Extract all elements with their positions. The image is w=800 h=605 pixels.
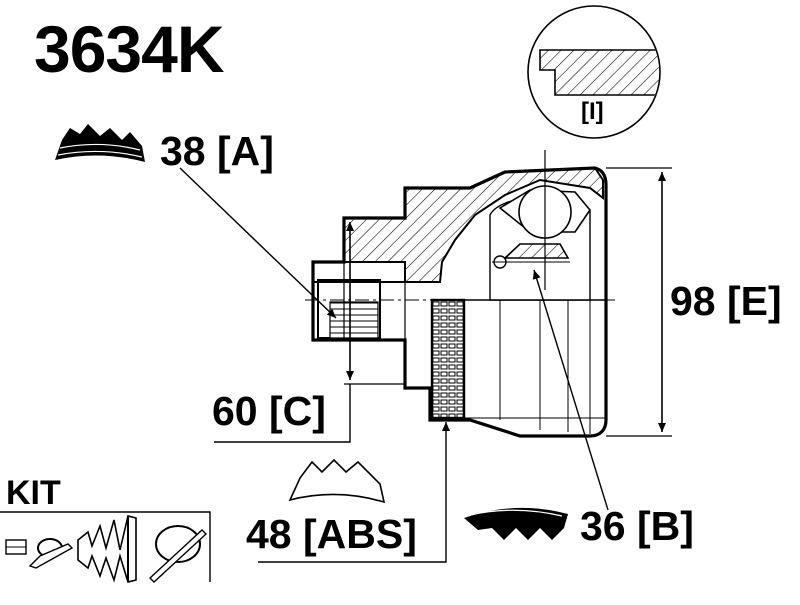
kit-label: KIT xyxy=(6,474,61,512)
spline-icon-a xyxy=(55,124,145,162)
detail-callout: [I] xyxy=(581,98,604,125)
dimension-lines xyxy=(179,167,672,563)
kit-box xyxy=(0,511,211,583)
dimension-e-label: 98 [E] xyxy=(670,278,782,324)
detail-view xyxy=(527,5,661,290)
part-number: 3634K xyxy=(34,12,224,86)
spline-icon-b xyxy=(464,507,568,540)
cable-tie-icon xyxy=(148,525,208,583)
dimension-abs-label: 48 [ABS] xyxy=(246,511,417,557)
spline-icon-abs xyxy=(288,458,386,504)
nut-icon xyxy=(5,539,27,555)
joint-body xyxy=(305,166,615,438)
dimension-b-label: 36 [B] xyxy=(580,503,694,549)
dimension-c-label: 60 [C] xyxy=(212,388,326,434)
boot-bellows-icon xyxy=(77,515,137,583)
dimension-a-label: 38 [A] xyxy=(160,128,274,174)
clamp-ring-icon xyxy=(28,538,74,569)
